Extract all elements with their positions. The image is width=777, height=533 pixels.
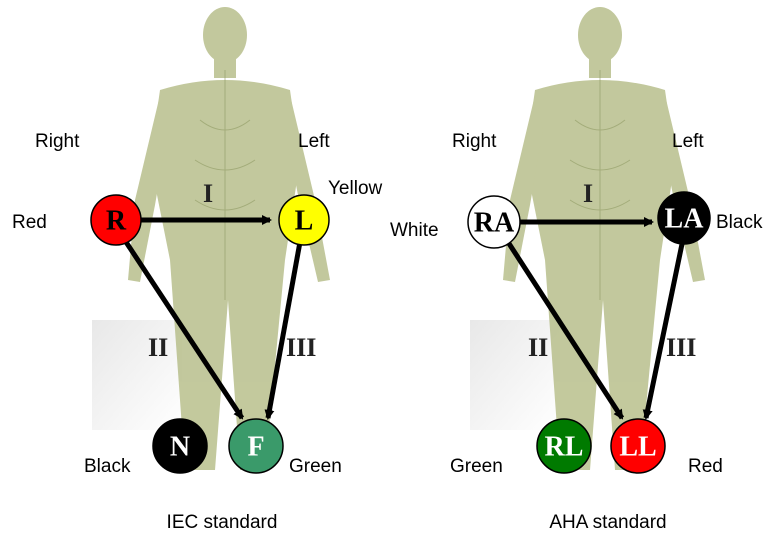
background-haze	[92, 320, 182, 430]
electrode-f-code: F	[247, 432, 264, 463]
electrode-la-code: LA	[665, 204, 705, 235]
electrode-rl: RL	[537, 419, 591, 473]
color-label-red: Red	[688, 456, 723, 477]
color-label-red: Red	[12, 212, 47, 233]
electrode-r: R	[91, 195, 141, 245]
color-label-white: White	[390, 220, 439, 241]
electrode-n: N	[153, 419, 207, 473]
color-label-green: Green	[450, 456, 503, 477]
side-label-left: Left	[298, 131, 330, 152]
color-label-black: Black	[84, 456, 131, 477]
lead-i-label: I	[583, 179, 593, 208]
electrode-l-code: L	[295, 206, 314, 237]
electrode-l: L	[279, 195, 329, 245]
color-label-yellow: Yellow	[328, 178, 383, 199]
color-label-green: Green	[289, 456, 342, 477]
lead-iii-label: III	[666, 333, 696, 362]
lead-i-label: I	[203, 179, 213, 208]
color-label-black: Black	[716, 212, 763, 233]
iec-panel: Right Left Red Yellow Black Green I II I…	[12, 7, 383, 533]
side-label-left: Left	[672, 131, 704, 152]
aha-panel: Right Left White Black Green Red I II II…	[390, 7, 763, 533]
electrode-n-code: N	[170, 432, 190, 463]
iec-caption: IEC standard	[167, 512, 278, 533]
electrode-la: LA	[658, 192, 710, 244]
electrode-ll-code: LL	[619, 432, 656, 463]
lead-ii-label: II	[528, 333, 548, 362]
side-label-right: Right	[452, 131, 497, 152]
aha-caption: AHA standard	[549, 512, 666, 533]
electrode-ra: RA	[468, 196, 520, 248]
electrode-f: F	[229, 419, 283, 473]
electrode-ll: LL	[611, 419, 665, 473]
lead-ii-label: II	[148, 333, 168, 362]
electrode-rl-code: RL	[545, 432, 584, 463]
electrode-r-code: R	[106, 206, 127, 237]
electrode-ra-code: RA	[474, 208, 515, 239]
side-label-right: Right	[35, 131, 80, 152]
lead-iii-label: III	[286, 333, 316, 362]
